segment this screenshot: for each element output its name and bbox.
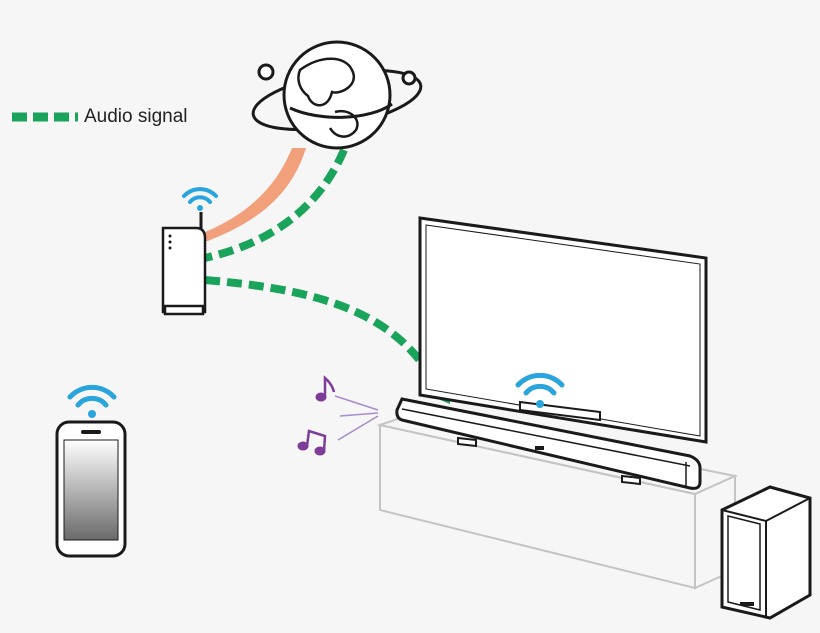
television-icon	[418, 216, 708, 444]
soundbar-icon	[395, 397, 702, 490]
wifi-router-icon	[161, 212, 207, 316]
subwoofer-icon	[720, 485, 812, 620]
internet-stream	[205, 148, 306, 242]
sound-lines	[334, 395, 379, 441]
audio-signal-router-to-soundbar	[204, 276, 432, 375]
legend: Audio signal	[12, 106, 188, 128]
music-notes-icon	[297, 375, 336, 456]
globe-with-orbit-icon	[251, 40, 423, 150]
smartphone-icon	[55, 420, 127, 558]
audio-signal-globe-to-router	[204, 148, 348, 262]
wifi-icon-soundbar	[515, 372, 565, 408]
green-dashed-line-icon	[12, 112, 78, 122]
wifi-icon-router	[182, 187, 218, 211]
wifi-icon-phone	[67, 384, 117, 418]
legend-label: Audio signal	[84, 106, 188, 127]
